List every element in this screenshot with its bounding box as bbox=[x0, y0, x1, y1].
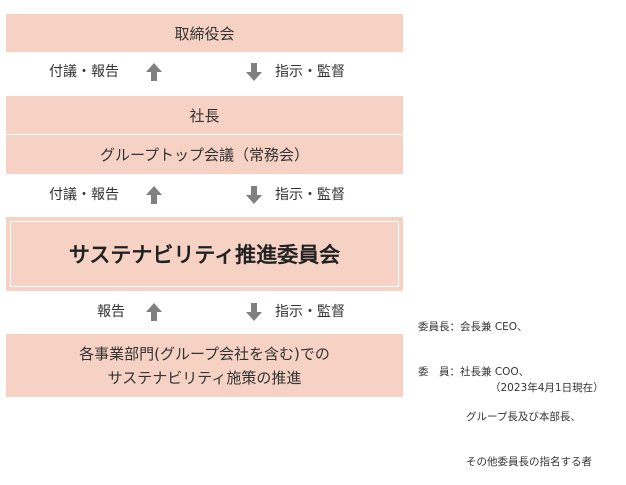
chair-line: 委員長：会長兼 CEO、 bbox=[418, 320, 623, 335]
flow-down-label-2: 指示・監督 bbox=[275, 187, 345, 203]
committee-inner-frame: サステナビリティ推進委員会 bbox=[10, 221, 399, 287]
members-line-2: グループ長及び本部長、 bbox=[418, 410, 623, 425]
arrow-up-icon bbox=[146, 63, 162, 81]
flow-row-1: 付議・報告 指示・監督 bbox=[0, 60, 410, 84]
as-of-date: （2023年4月1日現在） bbox=[490, 382, 604, 394]
flow-down-label-3: 指示・監督 bbox=[275, 304, 345, 320]
flow-down-label-1: 指示・監督 bbox=[275, 64, 345, 80]
committee-box: サステナビリティ推進委員会 bbox=[6, 217, 403, 291]
arrow-down-icon bbox=[246, 303, 262, 321]
chair-label: 委員長： bbox=[418, 321, 460, 333]
members-value-3: その他委員長の指名する者 bbox=[466, 456, 592, 468]
arrow-up-icon bbox=[146, 186, 162, 204]
president-label: 社長 bbox=[189, 106, 220, 125]
arrow-up-icon bbox=[146, 303, 162, 321]
flow-row-2: 付議・報告 指示・監督 bbox=[0, 183, 410, 207]
divisions-label-line2: サステナビリティ施策の推進 bbox=[107, 368, 302, 387]
members-value-1: 社長兼 COO、 bbox=[460, 366, 530, 378]
chair-value: 会長兼 CEO、 bbox=[460, 321, 528, 333]
divisions-box: 各事業部門(グループ会社を含む)での サステナビリティ施策の推進 bbox=[6, 334, 403, 397]
committee-label: サステナビリティ推進委員会 bbox=[68, 243, 341, 267]
members-value-2: グループ長及び本部長、 bbox=[466, 411, 581, 423]
group-meeting-box: グループトップ会議（常務会） bbox=[6, 134, 403, 174]
members-line-3: その他委員長の指名する者 bbox=[418, 455, 623, 470]
flow-up-label-1: 付議・報告 bbox=[49, 64, 119, 80]
board-box: 取締役会 bbox=[6, 14, 403, 52]
group-meeting-label: グループトップ会議（常務会） bbox=[99, 146, 310, 164]
flow-up-label-2: 付議・報告 bbox=[49, 187, 119, 203]
members-line: 委 員：社長兼 COO、 bbox=[418, 365, 623, 380]
flow-up-label-3: 報告 bbox=[97, 304, 125, 320]
arrow-down-icon bbox=[246, 186, 262, 204]
president-box: 社長 bbox=[6, 96, 403, 134]
flow-row-3: 報告 指示・監督 bbox=[0, 300, 410, 324]
board-label: 取締役会 bbox=[174, 24, 235, 43]
divisions-label-line1: 各事業部門(グループ会社を含む)での bbox=[79, 344, 330, 363]
arrow-down-icon bbox=[246, 63, 262, 81]
members-label: 委 員： bbox=[418, 366, 460, 378]
